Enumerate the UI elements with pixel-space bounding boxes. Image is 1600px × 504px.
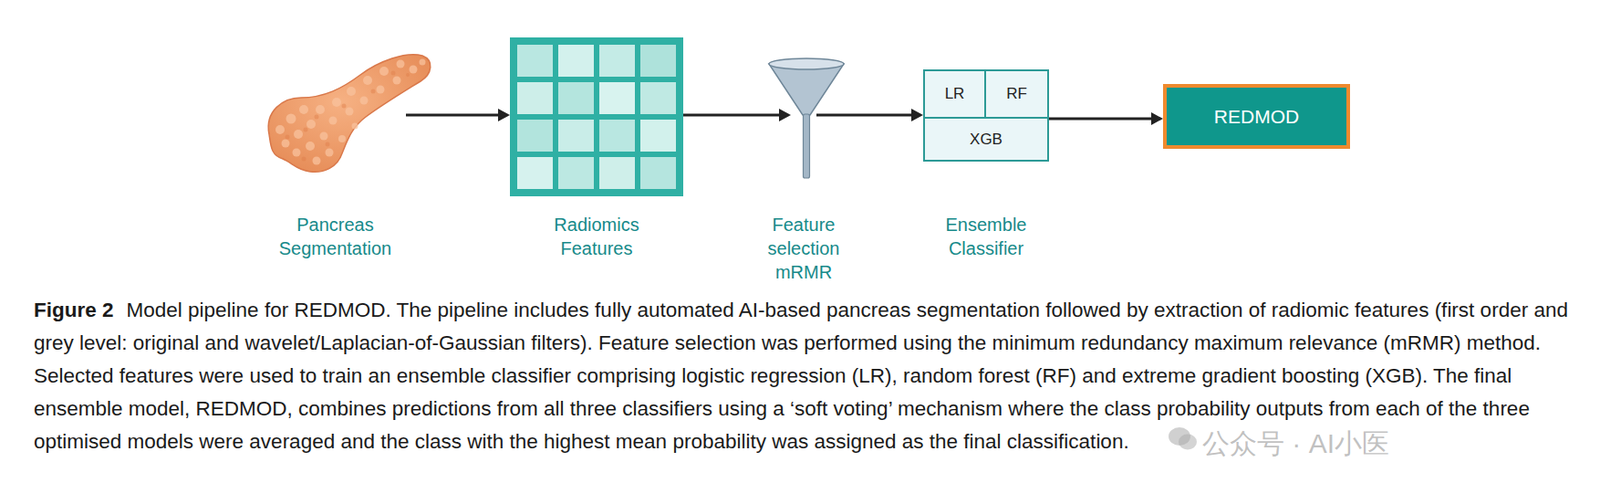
pancreas-lobules-part [345, 107, 354, 116]
pancreas-lobules-part [325, 148, 334, 157]
arrow-head [911, 108, 924, 122]
classifier-box: LR [924, 71, 987, 119]
pancreas-lobules-part [312, 156, 322, 166]
model-name: REDMOD [1166, 87, 1347, 146]
pancreas-lobules [275, 59, 426, 166]
flow-arrow [405, 108, 510, 122]
pancreas-lobules-part [379, 66, 389, 76]
grid-cells-part [517, 156, 553, 189]
grid-cells-part [517, 44, 553, 77]
stage-node: Feature selection mRMR [790, 37, 817, 261]
pancreas-illustration [259, 47, 436, 176]
pancreas-shading-part [303, 127, 309, 133]
flow-arrow [683, 108, 791, 122]
watermark-icon-part [1178, 434, 1197, 450]
arrow-line [405, 114, 499, 117]
grid-cells-part [558, 119, 594, 152]
funnel-stem [803, 114, 811, 178]
grid-cells-part [599, 156, 635, 189]
pancreas-lobules-part [396, 60, 406, 69]
pancreas-lobules-part [329, 116, 338, 125]
pancreas-shape [268, 54, 431, 173]
grid-cells [517, 44, 676, 189]
classifier-name: RF [986, 71, 1048, 117]
pancreas-shading-part [391, 71, 396, 76]
stage-label: Ensemble Classifier [926, 212, 1046, 260]
watermark: 公众号 · AI小医 [1202, 425, 1390, 463]
model-output-box: REDMOD [1163, 83, 1351, 149]
pancreas-lobules-part [393, 76, 402, 85]
pancreas-lobules-part [306, 119, 316, 129]
arrow-head [1151, 112, 1164, 125]
pancreas-lobules-part [293, 129, 303, 139]
stage-node: Pancreas Segmentation [264, 45, 406, 242]
pancreas-lobules-part [376, 85, 385, 94]
pancreas-lobules-part [299, 104, 309, 115]
stage-node: Radiomics Features [509, 37, 684, 261]
stage-label: Radiomics Features [537, 212, 656, 260]
stage-label: Feature selection mRMR [760, 212, 848, 284]
pancreas-shading-part [342, 103, 347, 109]
classifier-name: XGB [924, 118, 1048, 160]
flow-arrow [1049, 112, 1164, 125]
pancreas-lobules-part [409, 65, 418, 74]
arrow-head [498, 108, 510, 122]
pancreas-shading-part [314, 114, 320, 120]
pancreas-lobules-part [346, 86, 356, 96]
grid-cells-part [599, 44, 635, 77]
figure-number: Figure 2 [33, 298, 115, 322]
funnel-rim [768, 58, 844, 70]
flow-arrow [816, 108, 924, 122]
grid-frame [509, 37, 684, 197]
pancreas-lobules-part [305, 141, 315, 151]
classifier-group-box: Ensemble ClassifierLRRFXGB [923, 69, 1050, 162]
arrow-line [816, 114, 912, 117]
classifier-box: RF [986, 71, 1048, 119]
pancreas-lobules-part [320, 132, 329, 141]
pancreas-lobules-part [315, 104, 325, 115]
pancreas-lobules-part [419, 59, 426, 66]
arrow-line [1049, 117, 1152, 121]
pancreas-lobules-part [275, 124, 285, 135]
grid-cells-part [517, 119, 553, 152]
pancreas-lobules-part [286, 114, 297, 125]
grid-cells-part [640, 156, 676, 189]
grid-cells-part [558, 44, 594, 77]
pancreas-shading-part [301, 156, 307, 162]
pancreas-shading [285, 71, 411, 162]
pancreas-shading-part [285, 135, 291, 140]
grid-cells-part [517, 82, 553, 115]
pancreas-shading-part [325, 142, 331, 147]
stage-label: Pancreas Segmentation [267, 212, 405, 260]
grid-cells-part [558, 82, 594, 115]
grid-cells-part [640, 119, 676, 152]
pancreas-shading-part [371, 89, 376, 94]
grid-cells-part [599, 82, 635, 115]
radiomics-grid [509, 37, 684, 197]
grid-cells-part [640, 82, 676, 115]
funnel-icon [767, 56, 846, 181]
pancreas-lobules-part [352, 123, 359, 130]
pancreas-lobules-part [360, 96, 369, 105]
watermark-icon [1167, 425, 1199, 453]
arrow-line [683, 114, 780, 117]
funnel-cone [768, 63, 844, 115]
arrow-head [779, 108, 791, 122]
pancreas-shading-part [405, 72, 410, 77]
pancreas-lobules-part [338, 135, 346, 143]
grid-cells-part [558, 156, 594, 189]
pancreas-lobules-part [292, 148, 302, 157]
pancreas-lobules-part [332, 97, 342, 107]
classifier-name: LR [924, 71, 985, 117]
classifier-box: XGB [924, 118, 1048, 160]
pancreas-lobules-part [281, 139, 291, 148]
pancreas-lobules-part [363, 75, 373, 85]
grid-cells-part [640, 44, 676, 77]
grid-cells-part [599, 119, 635, 152]
